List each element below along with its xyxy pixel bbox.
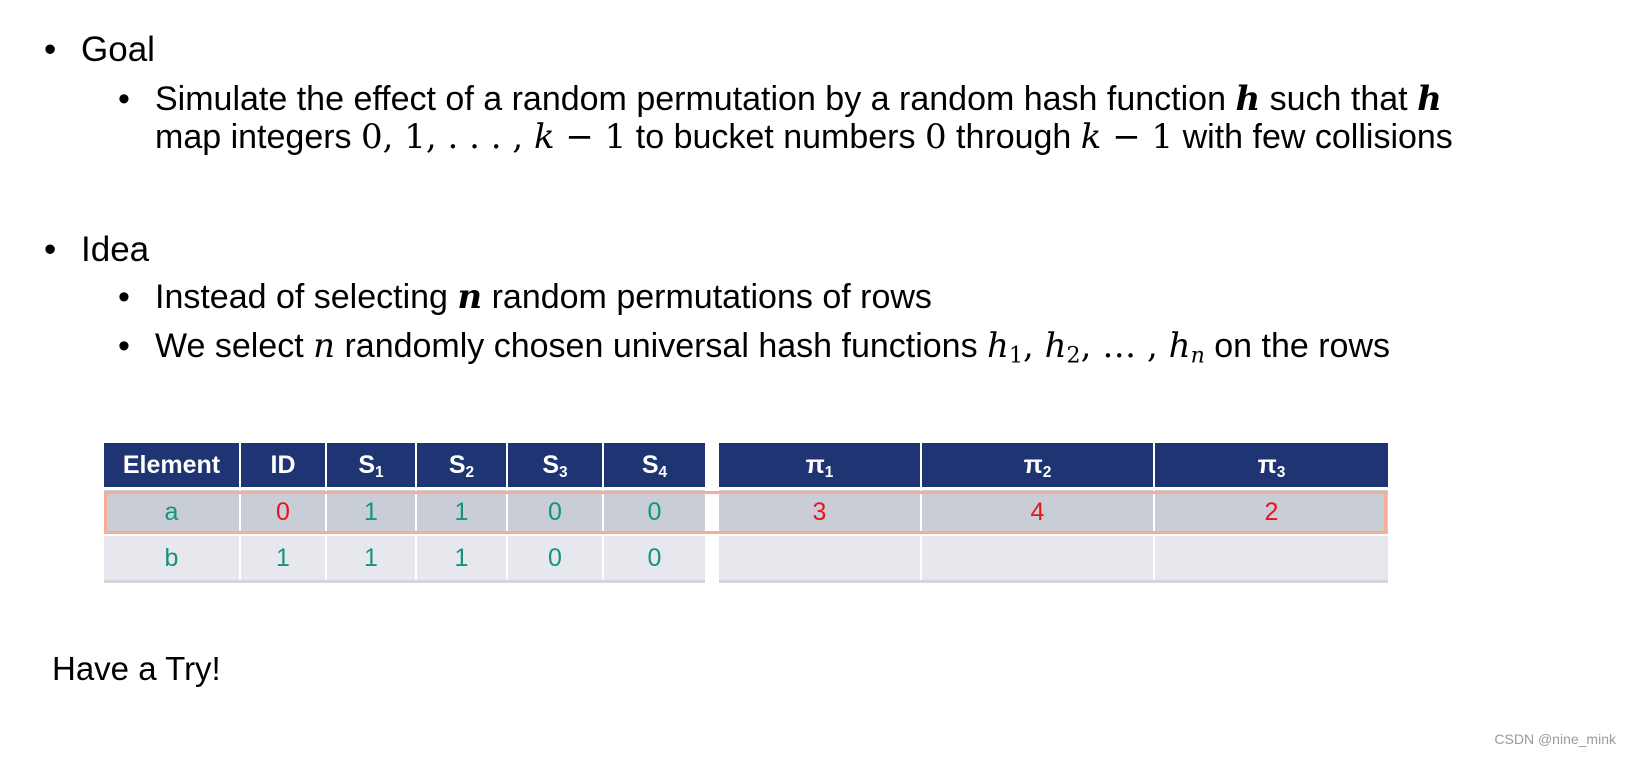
cell-pi2: 4 xyxy=(921,488,1155,536)
idea-heading: Idea xyxy=(81,230,150,269)
element-set-table: Element ID S1 S2 S3 S4 a 0 1 1 0 0 b 1 1… xyxy=(104,443,705,583)
goal-line-1: Simulate the effect of a random permutat… xyxy=(155,79,1442,119)
idea-text-1: Instead of selecting n random permutatio… xyxy=(155,277,932,317)
table-row xyxy=(719,535,1388,583)
cell-s1: 1 xyxy=(326,488,417,536)
col-pi1: π1 xyxy=(719,443,922,490)
table-header-row: π1 π2 π3 xyxy=(719,443,1388,490)
watermark: CSDN @nine_mink xyxy=(1494,731,1616,747)
table-row: 3 4 2 xyxy=(719,488,1388,536)
bullet-dot: • xyxy=(118,80,130,118)
col-s1: S1 xyxy=(326,443,417,490)
row-highlight-box xyxy=(104,491,1387,534)
have-a-try-text: Have a Try! xyxy=(52,650,221,687)
bullet-dot: • xyxy=(44,30,57,69)
permutation-table: π1 π2 π3 3 4 2 xyxy=(719,443,1388,583)
cell-s2: 1 xyxy=(416,535,508,583)
bullet-dot: • xyxy=(118,278,130,316)
col-element: Element xyxy=(104,443,241,490)
idea-text-2: We select n randomly chosen universal ha… xyxy=(155,326,1391,369)
bullet-dot: • xyxy=(44,230,57,269)
col-s3: S3 xyxy=(507,443,604,490)
cell-s3: 0 xyxy=(507,535,604,583)
table-row: a 0 1 1 0 0 xyxy=(104,488,705,536)
col-s4: S4 xyxy=(603,443,705,490)
cell-pi2 xyxy=(921,535,1155,583)
cell-s2: 1 xyxy=(416,488,508,536)
col-pi2: π2 xyxy=(921,443,1155,490)
cell-s3: 0 xyxy=(507,488,604,536)
cell-id: 1 xyxy=(240,535,327,583)
cell-id: 0 xyxy=(240,488,327,536)
cell-pi3 xyxy=(1154,535,1388,583)
cell-element: b xyxy=(104,535,241,583)
cell-element: a xyxy=(104,488,241,536)
col-id: ID xyxy=(240,443,327,490)
cell-s4: 0 xyxy=(603,535,705,583)
col-pi3: π3 xyxy=(1154,443,1388,490)
bullet-dot: • xyxy=(118,327,130,365)
col-s2: S2 xyxy=(416,443,508,490)
table-row: b 1 1 1 0 0 xyxy=(104,535,705,583)
cell-pi1: 3 xyxy=(719,488,922,536)
cell-s4: 0 xyxy=(603,488,705,536)
goal-description: Simulate the effect of a random permutat… xyxy=(155,80,1453,156)
cell-s1: 1 xyxy=(326,535,417,583)
cell-pi3: 2 xyxy=(1154,488,1388,536)
goal-heading: Goal xyxy=(81,30,155,69)
goal-line-2: map integers 0, 1, . . . , k − 1 to buck… xyxy=(155,117,1453,157)
table-header-row: Element ID S1 S2 S3 S4 xyxy=(104,443,705,490)
cell-pi1 xyxy=(719,535,922,583)
